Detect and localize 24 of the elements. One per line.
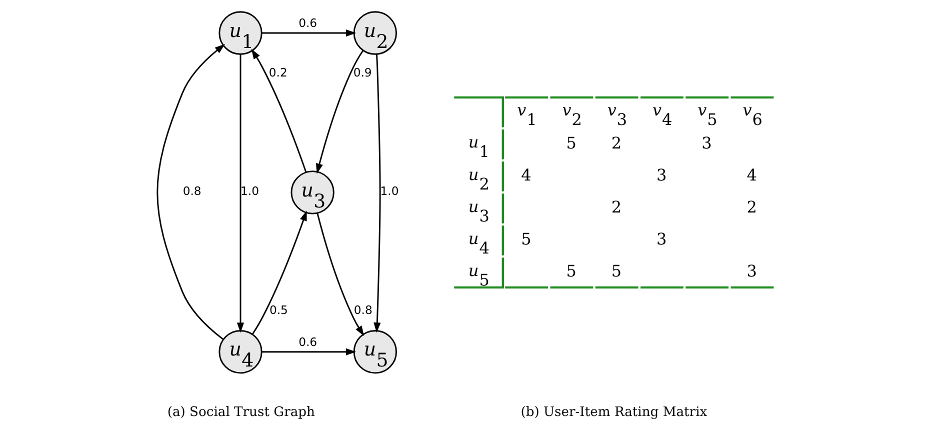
edge-label: 0.9 — [353, 65, 372, 80]
edge-label: 1.0 — [380, 184, 399, 198]
label: 4 — [521, 164, 532, 184]
label: (a) Social Trust Graph — [167, 404, 315, 420]
edge-label: 0.8 — [182, 184, 202, 198]
edge-label: 0.6 — [298, 16, 318, 30]
edge-label: 1.0 — [240, 184, 260, 198]
edge-label: 0.2 — [268, 65, 288, 80]
label: 3 — [656, 229, 667, 248]
edge-label: 0.5 — [269, 302, 288, 316]
label: 3 — [702, 132, 712, 152]
label: 4 — [746, 164, 757, 184]
label: (b) User-Item Rating Matrix — [520, 404, 708, 420]
label: 2 — [611, 197, 622, 216]
label: 5 — [566, 261, 576, 280]
label: 5 — [611, 261, 622, 280]
edge-label: 0.8 — [354, 302, 372, 316]
label: 2 — [611, 132, 622, 152]
label: 3 — [746, 261, 757, 280]
label: 5 — [521, 229, 532, 248]
edge-label: 0.6 — [298, 334, 318, 348]
label: 3 — [656, 164, 667, 184]
label: 5 — [566, 132, 576, 152]
label: 2 — [746, 197, 757, 216]
